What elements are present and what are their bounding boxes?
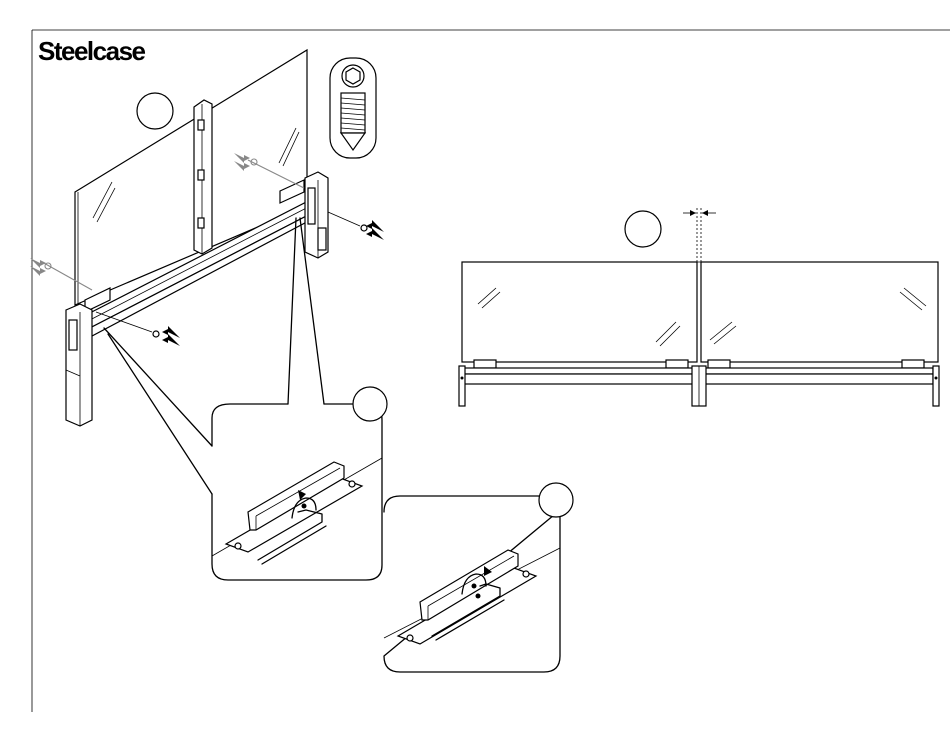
step-2-circle bbox=[625, 211, 661, 247]
step-4-circle bbox=[539, 483, 573, 517]
glass-panel-left bbox=[462, 262, 697, 362]
detail-callout-secure bbox=[384, 483, 573, 672]
detail-callout-tighten bbox=[212, 387, 387, 580]
callout-leader bbox=[104, 328, 212, 446]
step-1-circle bbox=[137, 93, 173, 129]
screen-front-view bbox=[459, 208, 939, 406]
screen-isometric-view bbox=[30, 50, 384, 494]
bottom-rail-right bbox=[705, 368, 933, 374]
gap-dimension-icon bbox=[683, 208, 716, 262]
left-leg bbox=[459, 366, 465, 406]
clamp-block bbox=[666, 360, 688, 368]
glass-panel-right bbox=[701, 262, 938, 362]
clamp-block bbox=[474, 360, 496, 368]
clamp-block bbox=[902, 360, 924, 368]
bottom-rail-left bbox=[464, 368, 693, 374]
hex-socket-screw-icon bbox=[330, 58, 376, 158]
step-3-circle bbox=[353, 387, 387, 421]
insert-arrow-icon bbox=[328, 212, 384, 240]
callout-leader bbox=[288, 218, 296, 404]
clamp-block bbox=[708, 360, 730, 368]
right-leg bbox=[933, 366, 939, 406]
